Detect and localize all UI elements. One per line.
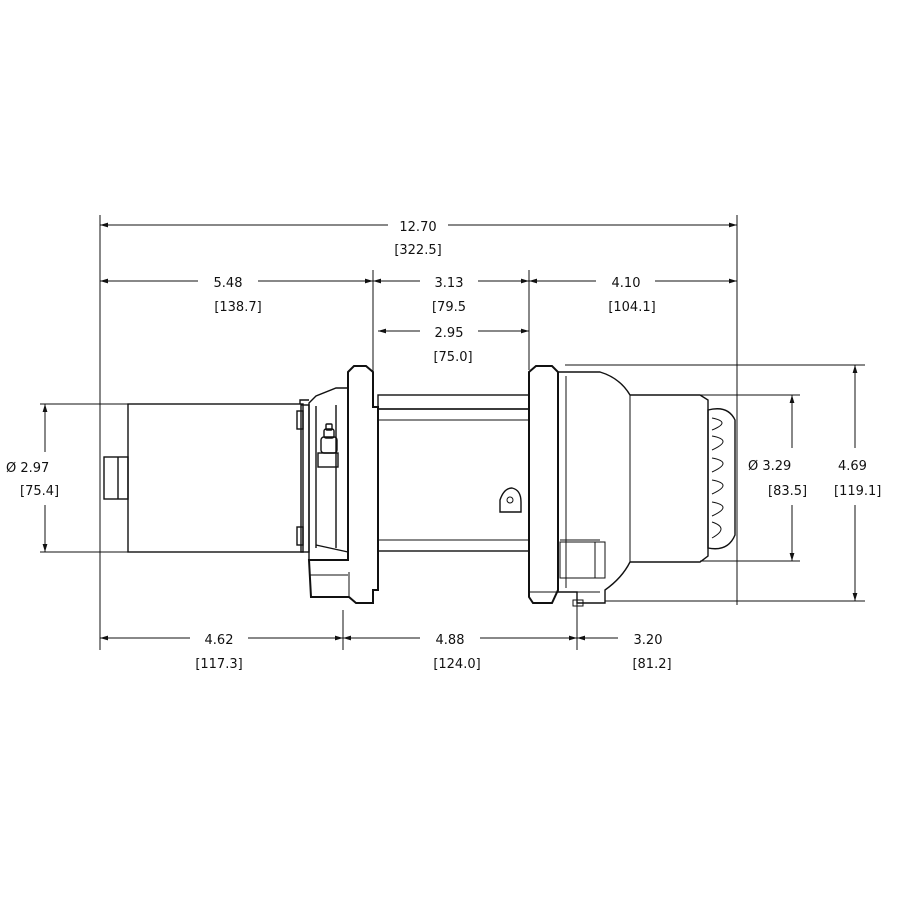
brake-diameter-mm: [83.5]: [768, 484, 807, 499]
dimension-lines: [42, 222, 858, 641]
motor: [103, 387, 349, 561]
extension-lines: [40, 215, 865, 650]
motor-length-mm: [138.7]: [214, 300, 261, 315]
brake-diameter-in: Ø 3.29: [748, 459, 791, 474]
drum-length-mm: [75.0]: [433, 350, 472, 365]
mount-spacing-in: 4.88: [436, 633, 465, 648]
drum-length-in: 2.95: [435, 326, 464, 341]
winch-body: [103, 365, 736, 607]
dimension-labels: 12.70 [322.5] 5.48 [138.7] 3.13 [79.5 4.…: [6, 220, 881, 672]
mount-to-end-in: 3.20: [634, 633, 663, 648]
overall-length-in: 12.70: [399, 220, 436, 235]
overall-height-mm: [119.1]: [834, 484, 881, 499]
right-end-bearing: [528, 365, 600, 604]
left-end-bearing: [307, 365, 379, 604]
drum-span-mm: [79.5: [432, 300, 466, 315]
brake-length-in: 4.10: [612, 276, 641, 291]
motor-diameter-in: Ø 2.97: [6, 461, 49, 476]
mount-stud: [572, 599, 584, 607]
mount-to-end-mm: [81.2]: [632, 657, 671, 672]
drum-span-in: 3.13: [435, 276, 464, 291]
motor-length-in: 5.48: [214, 276, 243, 291]
motor-to-mount-in: 4.62: [205, 633, 234, 648]
clutch-knob: [707, 408, 736, 550]
drum: [377, 394, 530, 552]
gear-housing: [557, 371, 709, 604]
motor-to-mount-mm: [117.3]: [195, 657, 242, 672]
terminal-post: [317, 423, 339, 468]
overall-length-mm: [322.5]: [394, 243, 441, 258]
overall-height-in: 4.69: [838, 459, 867, 474]
mount-spacing-mm: [124.0]: [433, 657, 480, 672]
brake-length-mm: [104.1]: [608, 300, 655, 315]
motor-diameter-mm: [75.4]: [20, 484, 59, 499]
